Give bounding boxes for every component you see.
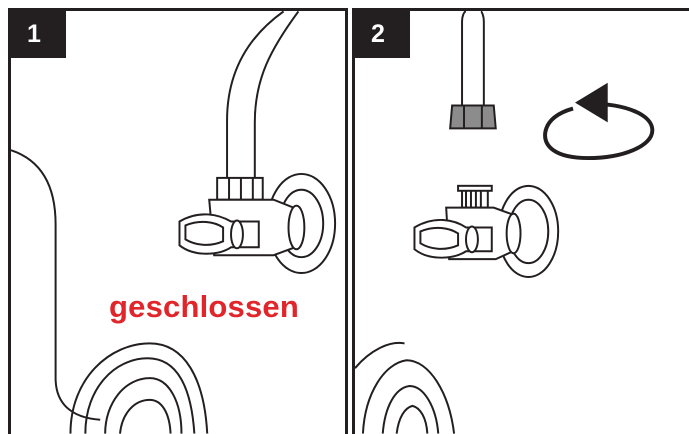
step-2-artwork bbox=[355, 11, 655, 434]
supply-hose-icon bbox=[449, 11, 497, 130]
valve-closed-label: geschlossen bbox=[109, 289, 300, 324]
sink-basin-outline bbox=[11, 149, 101, 421]
angle-valve-icon bbox=[413, 184, 522, 261]
drain-flange-icon bbox=[69, 342, 209, 434]
step-2-number: 2 bbox=[355, 11, 410, 58]
step-1-panel: 1 bbox=[8, 8, 348, 434]
drain-flange-icon bbox=[355, 341, 456, 434]
rotate-counterclockwise-icon bbox=[543, 82, 655, 161]
supply-hose-icon bbox=[226, 11, 300, 178]
step-1-number: 1 bbox=[11, 11, 66, 58]
angle-valve-icon bbox=[178, 176, 306, 257]
step-1-artwork bbox=[11, 11, 337, 434]
step-2-panel: 2 bbox=[352, 8, 689, 434]
